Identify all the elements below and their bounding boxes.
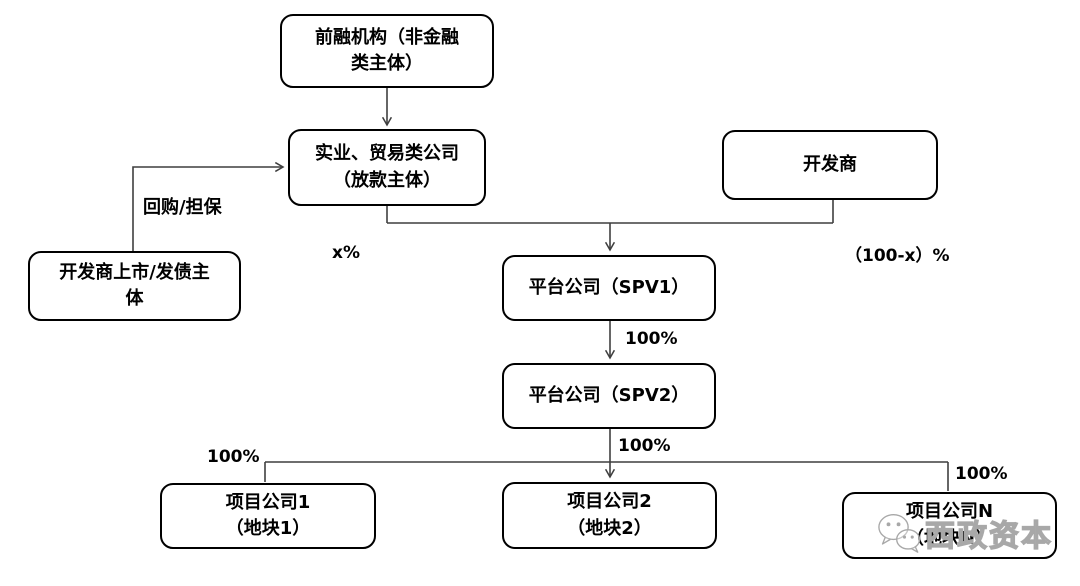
label-spv1-spv2-100-percent: 100% [625,329,678,349]
node-developer: 开发商 [722,130,938,200]
edge-listed-to-lender [132,161,285,251]
node-project-company-n: 项目公司N （地块N） [842,492,1057,559]
label-100-minus-x-percent: （100-x）% [845,246,950,266]
node-pre-financing-institution: 前融机构（非金融 类主体） [280,14,494,88]
label-repurchase-guarantee: 回购/担保 [143,197,222,218]
label-project2-100-percent: 100% [618,436,671,456]
node-platform-company-spv2: 平台公司（SPV2） [502,363,716,429]
node-platform-company-spv1: 平台公司（SPV1） [502,255,716,321]
label-projectN-100-percent: 100% [955,464,1008,484]
label-project1-100-percent: 100% [207,447,260,467]
label-x-percent: x% [332,243,360,263]
node-project-company-2: 项目公司2 （地块2） [502,482,717,549]
node-industrial-trading-company: 实业、贸易类公司 （放款主体） [288,129,486,206]
node-project-company-1: 项目公司1 （地块1） [160,483,376,549]
node-developer-listed-entity: 开发商上市/发债主 体 [28,251,241,321]
